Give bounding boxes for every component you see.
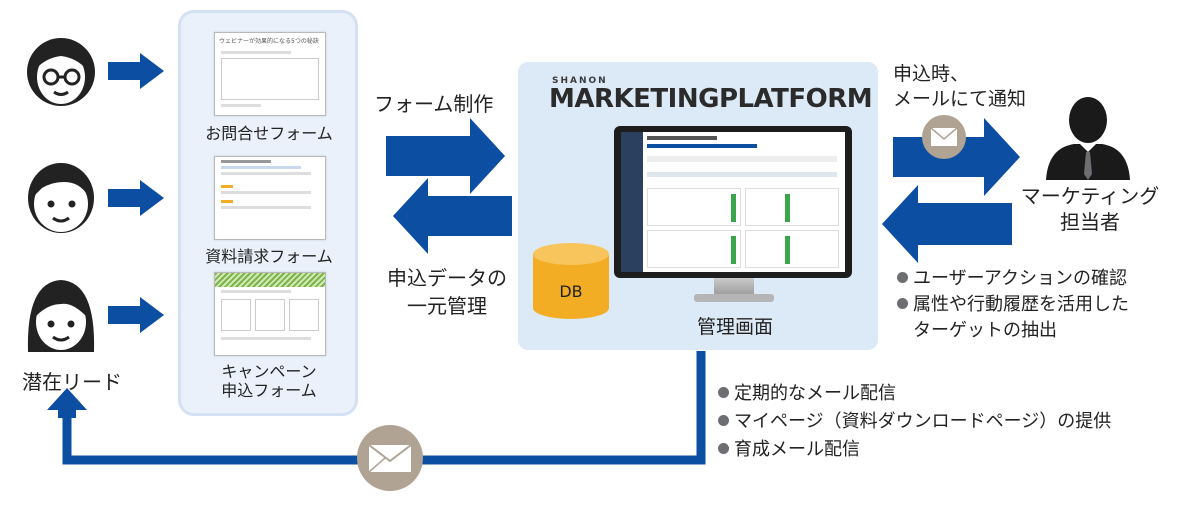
inquiry-form-title: ウェビナーが効果的になる5つの秘訣 (219, 38, 319, 45)
brand-big-1: MARKETING (549, 84, 719, 114)
monitor-screen (621, 132, 845, 272)
material-form-label: 資料請求フォーム (205, 247, 333, 266)
marketer-line2: 担当者 (1060, 210, 1120, 234)
notify-line2: メールにて通知 (893, 88, 1027, 110)
marketer-bullets: ユーザーアクションの確認 属性や行動履歴を活用した ターゲットの抽出 (897, 266, 1129, 344)
arrow-user-action (882, 185, 1012, 263)
arrow-form-creation (386, 118, 505, 194)
inquiry-form-thumbnail[interactable]: ウェビナーが効果的になる5つの秘訣 (214, 32, 326, 116)
person-female-icon (27, 280, 95, 352)
admin-screen-label: 管理画面 (696, 316, 773, 338)
screen-chart-3 (647, 230, 741, 268)
screen-chart-1 (647, 188, 741, 226)
notify-label: 申込時、 メールにて通知 (893, 62, 1026, 112)
monitor-neck (714, 278, 754, 296)
data-management-line2: 一元管理 (407, 294, 487, 318)
database-icon (533, 243, 609, 319)
envelope-circle-top (922, 115, 966, 159)
nurture-bullets: 定期的なメール配信 マイページ（資料ダウンロードページ）の提供 育成メール配信 (718, 380, 1111, 464)
screen-chart-2 (745, 188, 839, 226)
person-male-icon (28, 163, 94, 233)
notify-line1: 申込時、 (893, 63, 970, 85)
person-glasses-icon (27, 38, 95, 106)
right-bullet-1: ユーザーアクションの確認 (897, 266, 1129, 292)
bottom-bullet-2: マイページ（資料ダウンロードページ）の提供 (718, 408, 1111, 436)
marketer-icon (1046, 97, 1130, 180)
marketer-label: マーケティング 担当者 (1002, 183, 1178, 235)
campaign-form-label-line2: 申込フォーム (221, 381, 317, 400)
inquiry-form-label: お問合せフォーム (205, 124, 333, 143)
material-form-thumbnail[interactable] (214, 156, 326, 240)
campaign-form-thumbnail[interactable] (214, 272, 326, 356)
arrow-feedback-head (47, 388, 87, 418)
right-bullet-2: 属性や行動履歴を活用した (897, 292, 1129, 318)
data-management-label: 申込データの 一元管理 (372, 264, 522, 320)
arrow-data-management (393, 178, 512, 254)
campaign-form-label: キャンペーン 申込フォーム (196, 362, 342, 400)
data-management-line1: 申込データの (387, 266, 507, 290)
monitor-stand (694, 294, 774, 302)
brand-logo: MARKETINGPLATFORM (549, 84, 873, 114)
potential-lead-label: 潜在リード (22, 370, 122, 394)
marketer-line1: マーケティング (1020, 184, 1160, 208)
right-bullet-2-cont: ターゲットの抽出 (913, 320, 1057, 341)
campaign-form-label-line1: キャンペーン (221, 362, 317, 381)
bottom-bullet-3: 育成メール配信 (718, 436, 1111, 464)
screen-chart-4 (745, 230, 839, 268)
envelope-circle-bottom (357, 425, 423, 491)
bottom-bullet-1: 定期的なメール配信 (718, 380, 1111, 408)
form-creation-label: フォーム制作 (374, 92, 494, 116)
brand-small: SHANON (552, 76, 608, 86)
arrow-person3-to-campaign (108, 297, 164, 333)
arrow-person2-to-material (108, 180, 164, 216)
screen-sidebar (621, 132, 643, 272)
brand-big-2: PLATFORM (718, 84, 873, 114)
arrow-person1-to-inquiry (108, 53, 164, 89)
db-label: DB (559, 282, 583, 301)
